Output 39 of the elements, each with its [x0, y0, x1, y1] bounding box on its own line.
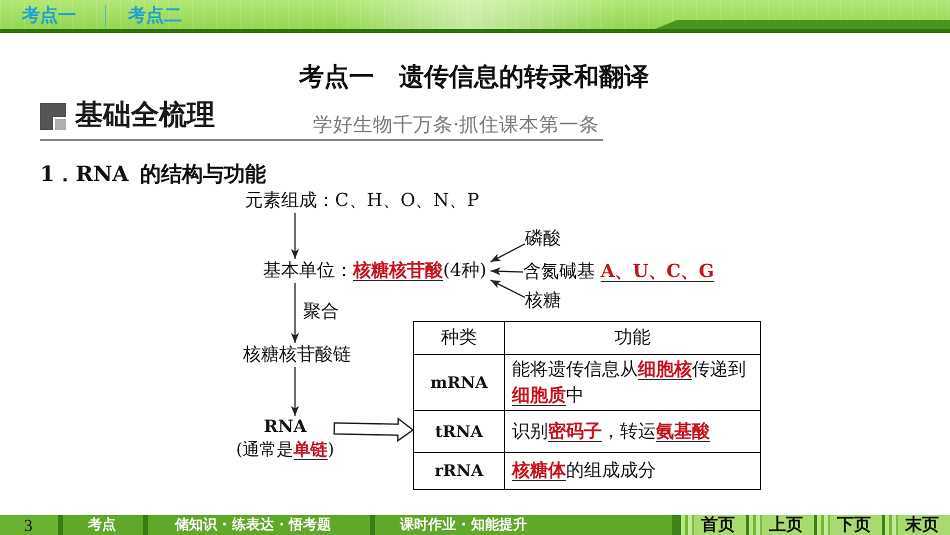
function-cell-text: 核糖体的组成成分 [510, 459, 657, 483]
header-cell: 种类 [414, 322, 505, 355]
nav-button: 首页 [681, 515, 746, 535]
rna-type-cell: mRNA [414, 355, 505, 411]
arrow [291, 283, 299, 343]
nav-button: 下页 [817, 515, 882, 535]
chain-text: 核糖核苷酸链 [243, 343, 355, 367]
composition-text: 元素组成：C、H、O、N、P [245, 189, 484, 213]
arrow [490, 267, 524, 276]
page-title: 考点一 遗传信息的转录和翻译 [299, 62, 649, 91]
nav-label: 考点二 [128, 6, 182, 26]
footer-link: 考点 [88, 517, 116, 534]
function-cell: 能将遗传信息从细胞核传递到细胞质中 [505, 355, 760, 411]
component-text: 含氮碱基 A、U、C、G [523, 260, 718, 284]
nav-button: 末页 [885, 515, 950, 535]
edge-label: 聚合 [302, 301, 340, 323]
nav-button: 上页 [749, 515, 814, 535]
component-text: 磷酸 [525, 227, 565, 251]
nav-label: 考点一 [22, 6, 76, 26]
arrow [490, 280, 526, 298]
unit-text: 基本单位：核糖核苷酸(4种) [263, 259, 490, 283]
term-label: RNA [264, 416, 307, 439]
note-text: (通常是单链) [236, 439, 334, 462]
rna-type-cell: tRNA [414, 411, 505, 453]
footer-link: 储知识 · 练表达 · 悟考题 [175, 517, 332, 534]
header-cell: 功能 [505, 322, 760, 355]
motto-text: 学好生物千万条·抓住课本第一条 [313, 114, 600, 136]
function-cell: 识别密码子，转运氨基酸 [505, 411, 760, 453]
rna-type-cell: rRNA [414, 453, 505, 489]
subsection-heading: 1．RNA 的结构与功能 [40, 161, 266, 187]
section-title: 基础全梳理 [75, 99, 215, 131]
page-number: 3 [24, 516, 32, 535]
block-arrow [333, 417, 414, 442]
arrow [291, 213, 299, 259]
function-table [413, 321, 761, 490]
component-text: 核糖 [525, 289, 565, 313]
arrow [490, 243, 526, 262]
arrow [291, 367, 299, 416]
footer-link: 课时作业 · 知能提升 [400, 517, 528, 534]
